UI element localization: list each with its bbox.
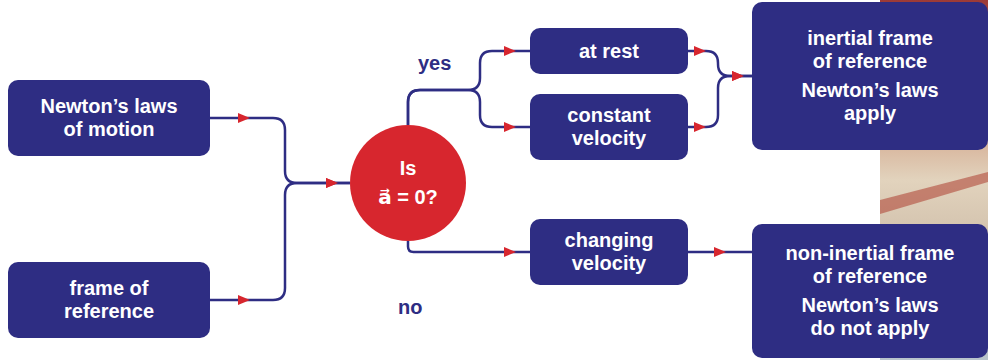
result-box: inertial frame of referenceNewton’s laws…	[752, 2, 988, 150]
connector-line	[688, 51, 752, 76]
flow-connector	[210, 113, 350, 188]
circle-fill	[350, 125, 466, 241]
photo-detail	[880, 172, 988, 214]
concept-box: frame of reference	[8, 262, 210, 338]
outcome-box: constant velocity	[530, 94, 688, 160]
flow-connector	[688, 247, 752, 257]
flow-connector	[688, 71, 752, 132]
circle-outline	[350, 125, 466, 241]
box-text: non-inertial frame of reference	[778, 242, 963, 288]
flow-connector	[408, 241, 530, 257]
arrow-head	[326, 178, 338, 188]
arrow-head	[694, 122, 706, 132]
arrow-head	[504, 247, 516, 257]
box-subtext: Newton’s laws apply	[795, 79, 945, 125]
concept-box: Newton’s laws of motion	[8, 80, 210, 156]
arrow-head	[714, 247, 726, 257]
flow-connector	[688, 46, 752, 81]
arrow-head	[238, 113, 250, 123]
outcome-box: changing velocity	[530, 219, 688, 285]
box-text: frame of reference	[44, 277, 174, 323]
branch-label: no	[398, 296, 422, 319]
box-text: Newton’s laws of motion	[34, 95, 184, 141]
connector-line	[408, 51, 530, 125]
connector-line	[408, 90, 530, 127]
flow-connector	[408, 90, 530, 132]
box-subtext: Newton’s laws do not apply	[795, 294, 945, 340]
flow-connector	[210, 178, 350, 305]
connector-line	[210, 183, 350, 300]
outcome-box: at rest	[530, 28, 688, 74]
branch-label: yes	[418, 52, 451, 75]
box-subtext: a⃗ = 0?	[363, 186, 453, 209]
arrow-head	[504, 122, 516, 132]
arrow-head	[732, 71, 744, 81]
arrow-head	[504, 46, 516, 56]
box-text: inertial frame of reference	[800, 27, 940, 73]
decision-circle: Is a⃗ = 0?	[350, 125, 466, 241]
box-text: changing velocity	[554, 229, 664, 275]
box-text: at rest	[540, 40, 678, 63]
arrow-head	[694, 46, 706, 56]
connector-line	[210, 118, 350, 183]
arrow-head	[238, 295, 250, 305]
result-box: non-inertial frame of referenceNewton’s …	[752, 224, 988, 358]
box-text: Is	[363, 157, 453, 180]
arrow-head	[732, 71, 744, 81]
connector-line	[688, 76, 752, 127]
flow-connector	[408, 46, 530, 125]
box-text: constant velocity	[554, 104, 664, 150]
arrow-head	[326, 178, 338, 188]
